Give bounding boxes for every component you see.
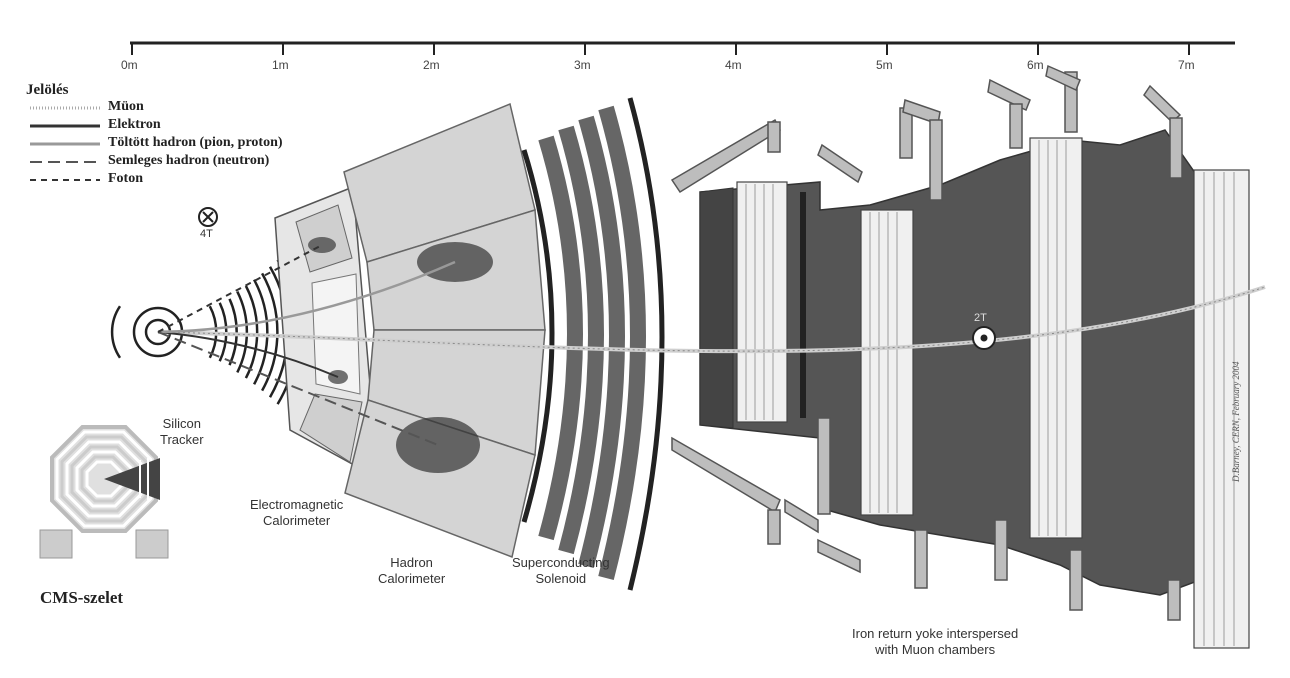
track-photon <box>157 244 323 333</box>
label-solenoid: Superconducting Solenoid <box>512 555 610 586</box>
legend-item-photon: Foton <box>108 171 143 186</box>
scale-bar <box>130 41 1235 55</box>
solenoid <box>521 97 665 591</box>
label-hcal: Hadron Calorimeter <box>378 555 446 586</box>
muon-station-frames <box>670 64 1183 621</box>
scale-label-0m: 0m <box>121 58 138 72</box>
label-yoke: Iron return yoke interspersed with Muon … <box>852 626 1019 657</box>
track-neutral-hadron <box>157 331 439 446</box>
legend-line-samples <box>30 106 100 181</box>
track-charged-hadron <box>157 260 456 334</box>
scale-label-5m: 5m <box>876 58 893 72</box>
scale-label-7m: 7m <box>1178 58 1195 72</box>
label-silicon-tracker: Silicon Tracker <box>160 416 204 447</box>
scale-label-6m: 6m <box>1027 58 1044 72</box>
field-label-outer: 2T <box>974 312 987 324</box>
field-symbol-outer <box>972 326 996 350</box>
legend-item-electron: Elektron <box>108 117 161 132</box>
legend-title: Jelölés <box>26 82 69 98</box>
credit-text: D.Barney, CERN, February 2004 <box>1231 361 1241 483</box>
scale-label-1m: 1m <box>272 58 289 72</box>
label-cms-slice: CMS-szelet <box>40 588 124 607</box>
ecal-block <box>274 185 379 480</box>
legend-item-charged-hadron: Töltött hadron (pion, proton) <box>108 135 283 150</box>
particle-tracks <box>157 244 1266 446</box>
scale-label-4m: 4m <box>725 58 742 72</box>
hadron-shower-lower <box>396 417 480 473</box>
track-muon-core <box>157 286 1266 352</box>
muon-chamber-hatching <box>745 140 1235 646</box>
label-ecal: Electromagnetic Calorimeter <box>250 497 344 528</box>
scale-label-3m: 3m <box>574 58 591 72</box>
field-label-inner: 4T <box>200 228 213 240</box>
muon-chambers <box>736 137 1250 649</box>
legend-item-neutral-hadron: Semleges hadron (neutron) <box>108 153 270 168</box>
scale-label-2m: 2m <box>423 58 440 72</box>
legend-item-muon: Müon <box>108 99 144 114</box>
hcal-block <box>343 102 546 559</box>
field-symbol-inner <box>198 207 218 227</box>
track-electron <box>157 331 339 378</box>
cms-slice-thumbnail <box>39 425 169 559</box>
